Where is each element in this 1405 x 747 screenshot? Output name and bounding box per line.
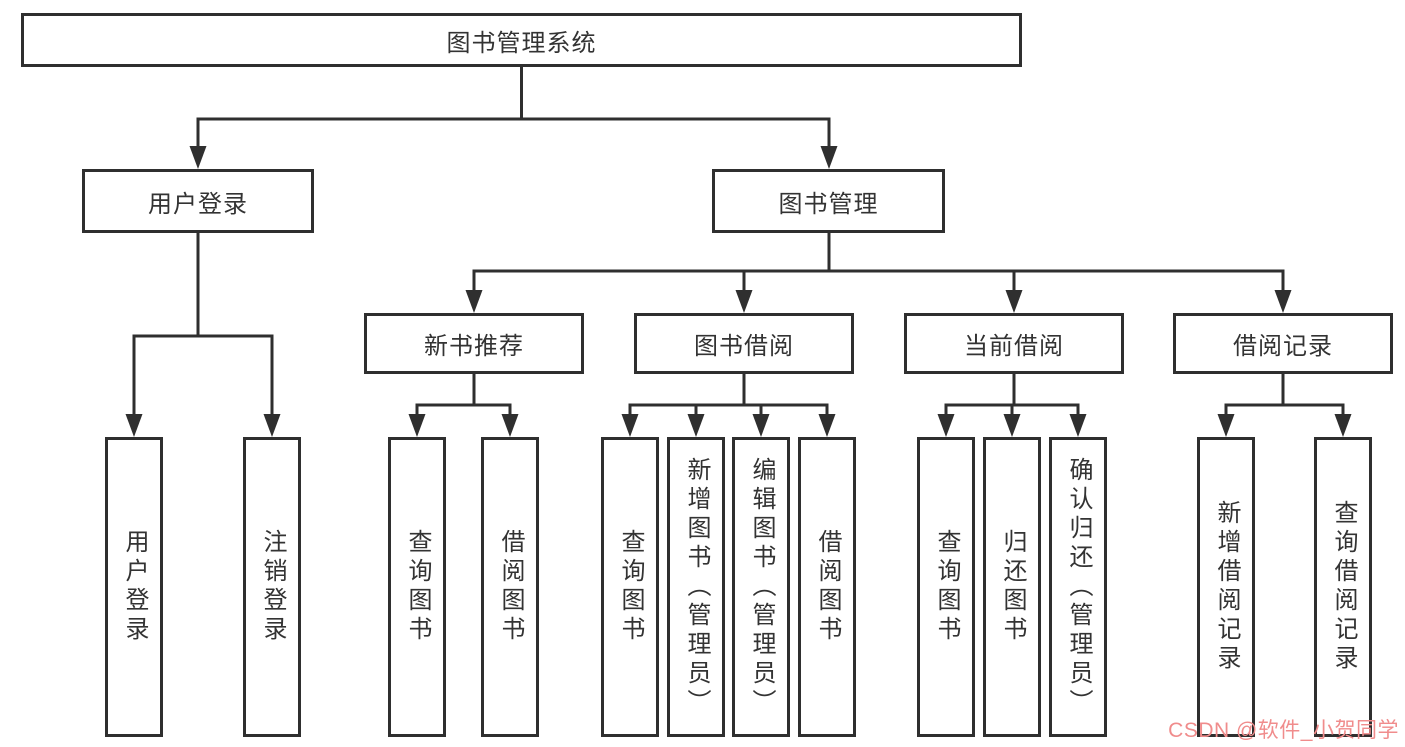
arrowhead [1005,290,1023,313]
leaf-query-borrow-record-label: 查询借阅记录 [1330,500,1357,674]
arrowhead [408,414,426,437]
leaf-borrow-book-2: 借阅图书 [798,437,856,737]
leaf-query-book-3-label: 查询图书 [933,529,960,645]
connector-book-mgmt-branch [472,231,1285,296]
arrowhead [501,414,519,437]
csdn-watermark: CSDN @软件_小贺同学 [1168,719,1399,742]
arrowhead [752,414,770,437]
node-borrow-record: 借阅记录 [1173,313,1393,374]
leaf-add-borrow-record-label: 新增借阅记录 [1213,500,1240,674]
leaf-edit-book-admin: 编辑图书（管理员） [732,437,790,737]
leaf-user-login: 用户登录 [105,437,163,737]
leaf-query-book-3: 查询图书 [917,437,975,737]
node-book-borrow: 图书借阅 [634,313,854,374]
leaf-add-borrow-record: 新增借阅记录 [1197,437,1255,737]
arrowhead [1069,414,1087,437]
leaf-add-book-admin: 新增图书（管理员） [667,437,725,737]
leaf-query-book-2: 查询图书 [601,437,659,737]
node-borrow-record-label: 借阅记录 [1233,333,1333,360]
arrowhead [263,414,281,437]
leaf-borrow-book-1-label: 借阅图书 [497,529,524,645]
arrowhead [621,414,639,437]
arrowhead [937,414,955,437]
node-current-borrow: 当前借阅 [904,313,1124,374]
arrowhead [189,146,207,169]
leaf-query-book-1: 查询图书 [388,437,446,737]
node-new-book-recommend: 新书推荐 [364,313,584,374]
arrowhead [687,414,705,437]
arrowhead [125,414,143,437]
leaf-return-book-label: 归还图书 [999,529,1026,645]
leaf-logout: 注销登录 [243,437,301,737]
arrowhead [465,290,483,313]
leaf-user-login-label: 用户登录 [121,529,148,645]
arrowhead [1217,414,1235,437]
node-book-management: 图书管理 [712,169,945,233]
leaf-query-book-1-label: 查询图书 [404,529,431,645]
connector-root-to-level2 [196,64,831,152]
connector-book-borrow-branch [628,372,829,420]
node-book-borrow-label: 图书借阅 [694,333,794,360]
arrowhead [1334,414,1352,437]
node-root-label: 图书管理系统 [446,29,597,57]
leaf-return-book: 归还图书 [983,437,1041,737]
leaf-borrow-book-1: 借阅图书 [481,437,539,737]
node-new-book-recommend-label: 新书推荐 [424,333,524,360]
leaf-borrow-book-2-label: 借阅图书 [814,529,841,645]
arrowhead [735,290,753,313]
node-book-management-label: 图书管理 [778,190,879,218]
arrowhead [1274,290,1292,313]
connector-user-login-branch [132,231,274,420]
leaf-add-book-admin-label: 新增图书（管理员） [683,456,710,718]
connector-current-borrow-branch [944,372,1080,420]
node-current-borrow-label: 当前借阅 [964,333,1064,360]
leaf-logout-label: 注销登录 [259,529,286,645]
leaf-query-borrow-record: 查询借阅记录 [1314,437,1372,737]
leaf-query-book-2-label: 查询图书 [617,529,644,645]
arrowhead [818,414,836,437]
node-user-login-label: 用户登录 [148,190,248,218]
leaf-confirm-return-admin-label: 确认归还（管理员） [1065,456,1092,718]
node-user-login: 用户登录 [82,169,314,233]
arrowhead [820,146,838,169]
leaf-edit-book-admin-label: 编辑图书（管理员） [748,456,775,718]
arrowhead [1003,414,1021,437]
connector-new-book-branch [415,372,512,420]
connector-borrow-record-branch [1224,372,1345,420]
node-root-system: 图书管理系统 [21,13,1022,67]
leaf-confirm-return-admin: 确认归还（管理员） [1049,437,1107,737]
